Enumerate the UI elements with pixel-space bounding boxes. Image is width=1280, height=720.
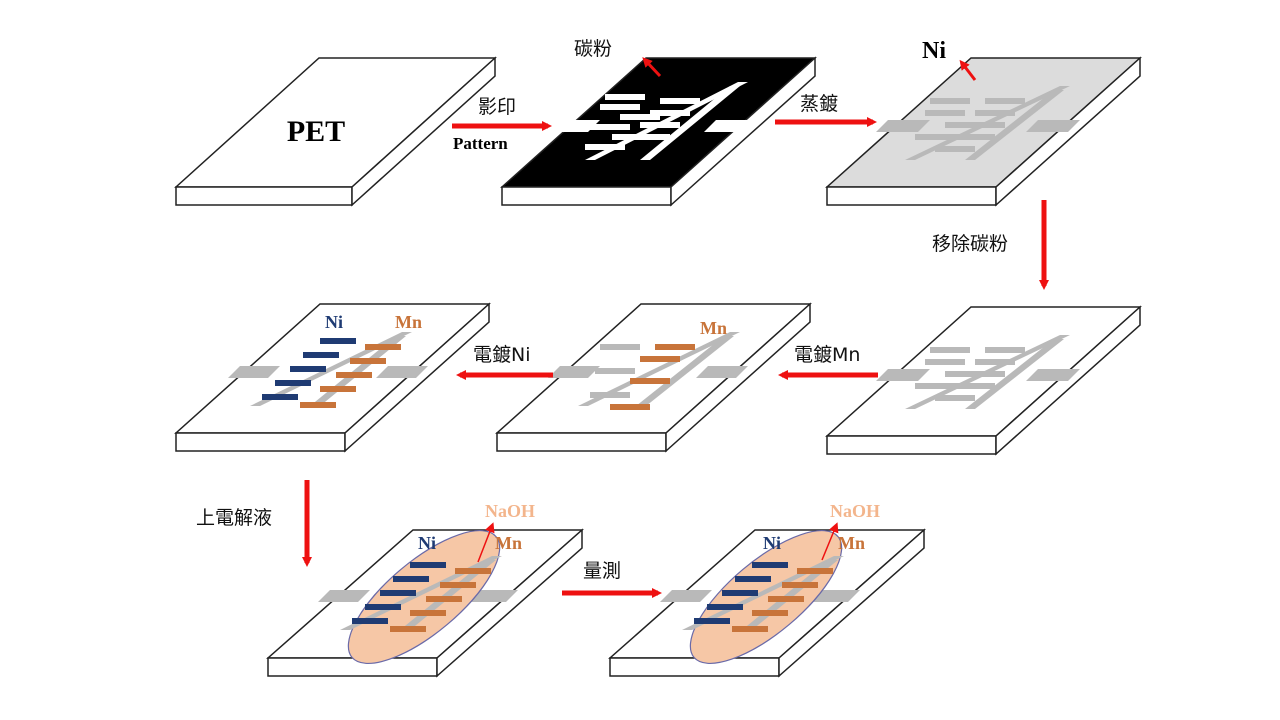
arrow-measure: 量測 bbox=[562, 560, 662, 598]
slab-toner-removed bbox=[825, 305, 1142, 456]
slab-toner: 碳粉 bbox=[500, 38, 817, 207]
ni-mn-pattern bbox=[228, 332, 428, 408]
arrow-remove-toner: 移除碳粉 bbox=[932, 200, 1049, 290]
mn-b1-label: Mn bbox=[495, 533, 522, 553]
electrolyte-label: 上電解液 bbox=[196, 507, 272, 529]
electrolyte-drop-2 bbox=[689, 529, 843, 665]
mn-mid-label: Mn bbox=[700, 318, 727, 338]
arrow-print: 影印 Pattern bbox=[452, 96, 552, 153]
plate-ni-label: 電鍍Ni bbox=[473, 344, 531, 366]
mn-left-label: Mn bbox=[395, 312, 422, 332]
arrow-evaporate: 蒸鍍 bbox=[775, 93, 877, 127]
slab-ni-evap: Ni bbox=[825, 38, 1142, 207]
mn-plated-pattern bbox=[548, 332, 748, 410]
evaporate-label: 蒸鍍 bbox=[800, 93, 838, 115]
print-label: 影印 bbox=[478, 96, 516, 118]
electrolyte-drop bbox=[347, 529, 501, 665]
arrow-electrolyte: 上電解液 bbox=[196, 480, 312, 567]
naoh-label-1: NaOH bbox=[485, 501, 535, 521]
plate-mn-label: 電鍍Mn bbox=[794, 344, 860, 366]
toner-label: 碳粉 bbox=[574, 38, 612, 60]
removed-pattern bbox=[876, 335, 1080, 409]
slab-mn-plated: Mn bbox=[495, 302, 812, 453]
ni-top-label: Ni bbox=[922, 38, 946, 64]
naoh-label-2: NaOH bbox=[830, 501, 880, 521]
pet-label: PET bbox=[287, 115, 345, 148]
toner-pattern bbox=[550, 82, 752, 160]
slab-measure: NaOH Ni Mn bbox=[608, 501, 926, 678]
slab-ni-mn-plated: Ni Mn bbox=[174, 302, 491, 453]
arrow-plate-mn: 電鍍Mn bbox=[778, 344, 878, 380]
remove-toner-label: 移除碳粉 bbox=[932, 233, 1008, 255]
slab-pet: PET bbox=[174, 56, 497, 207]
arrow-plate-ni: 電鍍Ni bbox=[456, 344, 553, 380]
ni-left-label: Ni bbox=[325, 312, 343, 332]
slab-electrolyte: NaOH Ni Mn bbox=[266, 501, 584, 678]
mn-b2-label: Mn bbox=[838, 533, 865, 553]
pattern-label: Pattern bbox=[453, 134, 508, 153]
ni-b2-label: Ni bbox=[763, 533, 781, 553]
ni-evap-pattern bbox=[876, 86, 1080, 160]
measure-label: 量測 bbox=[583, 560, 621, 582]
ni-b1-label: Ni bbox=[418, 533, 436, 553]
